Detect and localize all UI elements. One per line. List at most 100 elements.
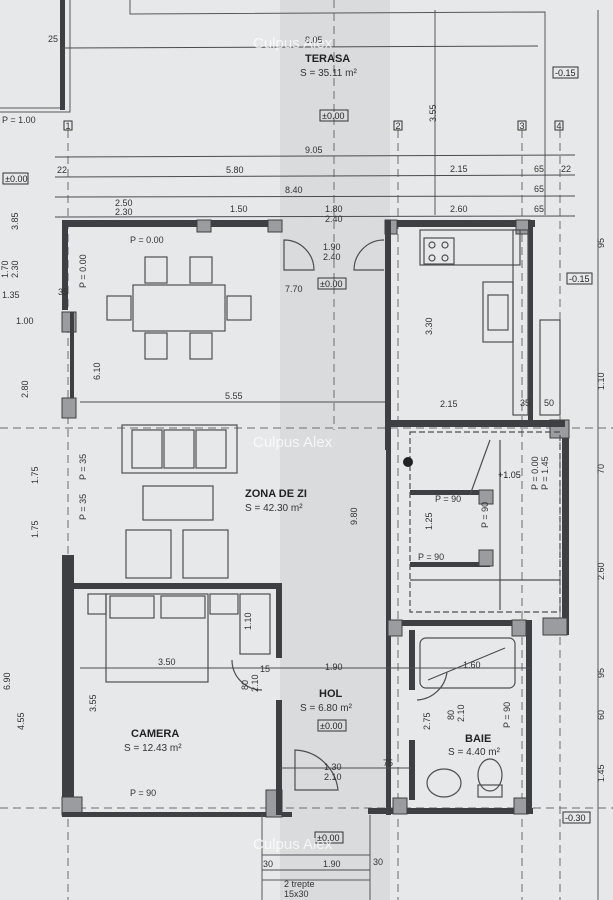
axis-marker-3: 3 xyxy=(517,120,527,131)
plan-element xyxy=(62,812,292,817)
kitchen-counter xyxy=(419,229,529,416)
dimension-label: 50 xyxy=(544,398,554,408)
plan-element xyxy=(196,219,212,233)
wall xyxy=(60,0,65,110)
plan-element xyxy=(392,797,408,815)
plan-element xyxy=(387,619,403,637)
dimension-label: 1.60 xyxy=(463,660,481,670)
dimension-label: 3.85 xyxy=(10,212,20,230)
sink xyxy=(426,768,462,798)
dimension-label: P = 90 xyxy=(480,502,490,528)
axis-marker-2: 2 xyxy=(393,120,403,131)
dimension-label: 22 xyxy=(561,164,571,174)
dimension-label: 5.80 xyxy=(226,165,244,175)
dimension-label: 3.50 xyxy=(158,657,176,667)
plan-element xyxy=(131,429,163,469)
plan-element xyxy=(385,420,565,427)
dimension-label: 1.80 xyxy=(325,204,343,214)
dimension-label: P = 0.00 xyxy=(130,235,164,245)
armchair xyxy=(125,529,172,579)
level-marker: +1.05 xyxy=(498,470,521,480)
plan-element xyxy=(72,583,282,589)
plan-element xyxy=(70,312,74,412)
plan-element xyxy=(385,220,391,450)
plan-element xyxy=(487,294,509,331)
dimension-label: 9.80 xyxy=(349,507,359,525)
dimension-label: 2.10 xyxy=(324,772,342,782)
plan-element xyxy=(441,254,449,262)
room-area-camera: S = 12.43 m² xyxy=(124,743,182,754)
plan-element xyxy=(409,740,415,800)
room-name-hol: HOL xyxy=(319,688,343,700)
dimension-label: 2.80 xyxy=(20,380,30,398)
plan-element xyxy=(517,120,527,131)
room-area-baie: S = 4.40 m² xyxy=(448,747,501,758)
dimension-label: 2.15 xyxy=(440,399,458,409)
dimension-label: 1.90 xyxy=(323,859,341,869)
plan-element xyxy=(478,549,494,567)
plan-element xyxy=(542,617,568,636)
door-swing xyxy=(416,671,448,701)
plan-element xyxy=(528,220,533,420)
dimension-label: 2.10 xyxy=(250,674,260,692)
plan-element xyxy=(211,220,271,227)
dimension-label: 2.60 xyxy=(596,562,606,580)
dimension-label: P = 1.00 xyxy=(2,115,36,125)
level-marker: -0.15 xyxy=(555,68,576,78)
plan-element xyxy=(410,490,490,495)
dimension-label: 3.55 xyxy=(88,694,98,712)
plan-element xyxy=(61,397,77,419)
level-marker: ±0.00 xyxy=(320,721,342,731)
dimension-label: 2.10 xyxy=(456,704,466,722)
plan-element xyxy=(62,220,197,227)
dimension-label: P = 90 xyxy=(418,552,444,562)
plan-element xyxy=(441,241,449,249)
toilet-tank xyxy=(477,784,503,798)
plan-element xyxy=(368,808,533,814)
dimension-label: 65 xyxy=(534,164,544,174)
dimension-label: 3.30 xyxy=(424,317,434,335)
plan-element xyxy=(105,593,209,683)
dimension-label: P = 90 xyxy=(130,788,156,798)
plan-element xyxy=(512,229,529,416)
level-box xyxy=(317,719,347,732)
plan-element xyxy=(385,220,535,227)
plan-element xyxy=(428,254,436,262)
plan-element xyxy=(132,284,226,332)
dimension-label: 1.90 xyxy=(323,242,341,252)
room-area-terasa: S = 35.11 m² xyxy=(300,68,357,79)
dimension-line xyxy=(54,215,576,218)
dimension-label: P = 90 xyxy=(502,702,512,728)
plan-element xyxy=(195,429,227,469)
dimension-label: P = 35 xyxy=(78,494,88,520)
plan-element xyxy=(410,562,490,567)
level-marker: ±0.00 xyxy=(5,174,27,184)
dimension-label: 2.40 xyxy=(323,252,341,262)
dining-table xyxy=(106,256,252,360)
level-box xyxy=(562,811,591,824)
level-box xyxy=(314,831,344,844)
dimension-line xyxy=(54,195,576,198)
level-box xyxy=(566,272,593,285)
room-area-zona-de-zi: S = 42.30 m² xyxy=(245,503,303,514)
dimension-label: P = 35 xyxy=(78,454,88,480)
watermark: Culpus Alex xyxy=(253,836,333,853)
dimension-label: 2.50 xyxy=(115,198,133,208)
dimension-label: 22 xyxy=(57,165,67,175)
dimension-label: 75 xyxy=(383,758,393,768)
dimension-label: 7.70 xyxy=(285,284,303,294)
level-box xyxy=(2,172,29,185)
staircase xyxy=(403,319,561,613)
dimension-label: 2.75 xyxy=(422,712,432,730)
terrace-outline xyxy=(129,0,546,215)
dimension-label: 8.40 xyxy=(285,185,303,195)
level-box xyxy=(552,66,579,79)
dimension-label: 65 xyxy=(534,184,544,194)
bed xyxy=(87,593,271,683)
dimension-label: 65 xyxy=(534,204,544,214)
dimension-label: 95 xyxy=(596,238,606,248)
room-name-zona-de-zi: ZONA DE ZI xyxy=(245,488,307,500)
dimension-label: 1.30 xyxy=(324,762,342,772)
dimension-label: 2.60 xyxy=(450,204,468,214)
